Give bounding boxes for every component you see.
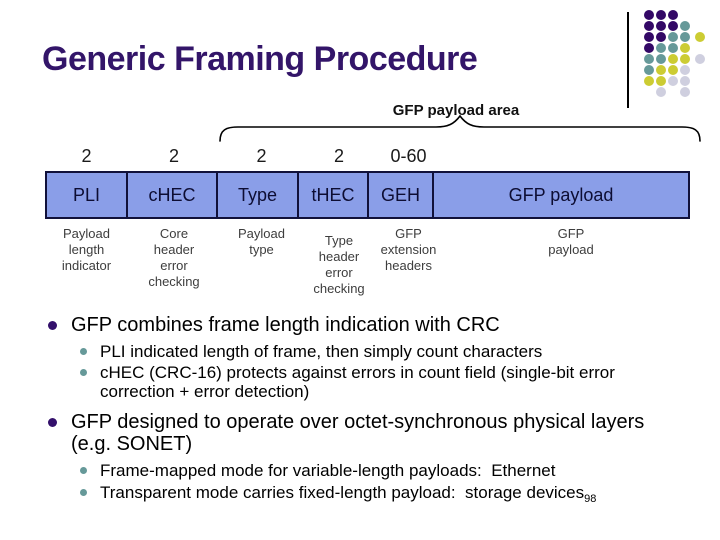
- decor-dot: [656, 65, 666, 75]
- decor-dot: [656, 21, 666, 31]
- payload-area-label: GFP payload area: [392, 102, 520, 119]
- bullet-icon: [80, 489, 87, 496]
- decor-dot: [656, 10, 666, 20]
- bullet-text: cHEC (CRC-16) protects against errors in…: [100, 363, 620, 401]
- frame-field-type: Type: [216, 171, 299, 219]
- field-description: GFP extension headers: [380, 226, 437, 273]
- decor-dot: [680, 76, 690, 86]
- decor-vertical-line: [627, 12, 629, 108]
- bullet-list: GFP combines frame length indication wit…: [40, 314, 684, 505]
- frame-field-payload: GFP payload: [432, 171, 690, 219]
- frame-field-geh: GEH: [367, 171, 434, 219]
- decor-dot: [656, 54, 666, 64]
- frame-fields-row: PLI cHEC Type tHEC GEH GFP payload: [45, 171, 700, 219]
- decor-dot: [644, 21, 654, 31]
- decor-dot: [668, 65, 678, 75]
- field-descriptions-row: Payload length indicator Core header err…: [45, 226, 700, 297]
- field-sizes-row: 2 2 2 2 0-60: [45, 146, 700, 167]
- bullet-icon: [48, 418, 57, 427]
- frame-field-pli: PLI: [45, 171, 128, 219]
- bullet-text: PLI indicated length of frame, then simp…: [100, 342, 543, 361]
- decor-dot: [668, 76, 678, 86]
- field-description: Type header error checking: [313, 233, 365, 296]
- brace-icon: [219, 114, 701, 142]
- field-description: Payload type: [238, 226, 285, 257]
- decor-dot: [680, 87, 690, 97]
- field-size: 2: [333, 146, 344, 166]
- bullet-item-level2: cHEC (CRC-16) protects against errors in…: [40, 363, 684, 401]
- slide-number: 98: [584, 493, 597, 505]
- decor-dot: [680, 32, 690, 42]
- field-description: Core header error checking: [148, 226, 200, 289]
- decor-dot: [680, 21, 690, 31]
- decor-dot: [668, 10, 678, 20]
- bullet-icon: [80, 348, 87, 355]
- decor-dot: [656, 43, 666, 53]
- bullet-icon: [80, 467, 87, 474]
- bullet-item-level2: Frame-mapped mode for variable-length pa…: [40, 461, 684, 480]
- decor-dot: [680, 54, 690, 64]
- decor-dot: [644, 54, 654, 64]
- decor-dot: [644, 32, 654, 42]
- decor-dot: [644, 10, 654, 20]
- frame-field-chec: cHEC: [126, 171, 218, 219]
- field-size: 0-60: [390, 146, 427, 166]
- decor-dot: [680, 65, 690, 75]
- decor-dot: [644, 65, 654, 75]
- field-size: [442, 146, 700, 167]
- bullet-item-level2: Transparent mode carries fixed-length pa…: [40, 483, 684, 505]
- decor-dot: [695, 32, 705, 42]
- bullet-text: Transparent mode carries fixed-length pa…: [100, 483, 596, 505]
- field-size: 2: [81, 146, 92, 166]
- decor-dot: [644, 76, 654, 86]
- bullet-item-level1: GFP combines frame length indication wit…: [40, 314, 684, 336]
- slide-title: Generic Framing Procedure: [42, 40, 478, 78]
- decor-dot: [656, 32, 666, 42]
- bullet-item-level1: GFP designed to operate over octet-synch…: [40, 411, 684, 455]
- field-size: 2: [168, 146, 179, 166]
- bullet-text: Frame-mapped mode for variable-length pa…: [100, 461, 556, 480]
- decor-dot: [668, 54, 678, 64]
- decor-dot: [668, 43, 678, 53]
- decor-dot: [644, 43, 654, 53]
- decor-dot: [656, 87, 666, 97]
- decor-dot: [656, 76, 666, 86]
- bullet-text: GFP combines frame length indication wit…: [71, 314, 500, 336]
- bullet-text-content: Transparent mode carries fixed-length pa…: [100, 483, 585, 502]
- field-description: Payload length indicator: [61, 226, 112, 273]
- decor-dot: [668, 32, 678, 42]
- decor-dot-grid: [644, 10, 710, 110]
- bullet-item-level2: PLI indicated length of frame, then simp…: [40, 342, 684, 361]
- bullet-icon: [48, 321, 57, 330]
- decor-dot: [695, 54, 705, 64]
- decor-dot: [668, 21, 678, 31]
- field-size: 2: [256, 146, 267, 166]
- frame-field-thec: tHEC: [297, 171, 369, 219]
- bullet-icon: [80, 369, 87, 376]
- bullet-text: GFP designed to operate over octet-synch…: [71, 411, 650, 455]
- field-description: GFP payload: [548, 226, 594, 257]
- decor-dot: [680, 43, 690, 53]
